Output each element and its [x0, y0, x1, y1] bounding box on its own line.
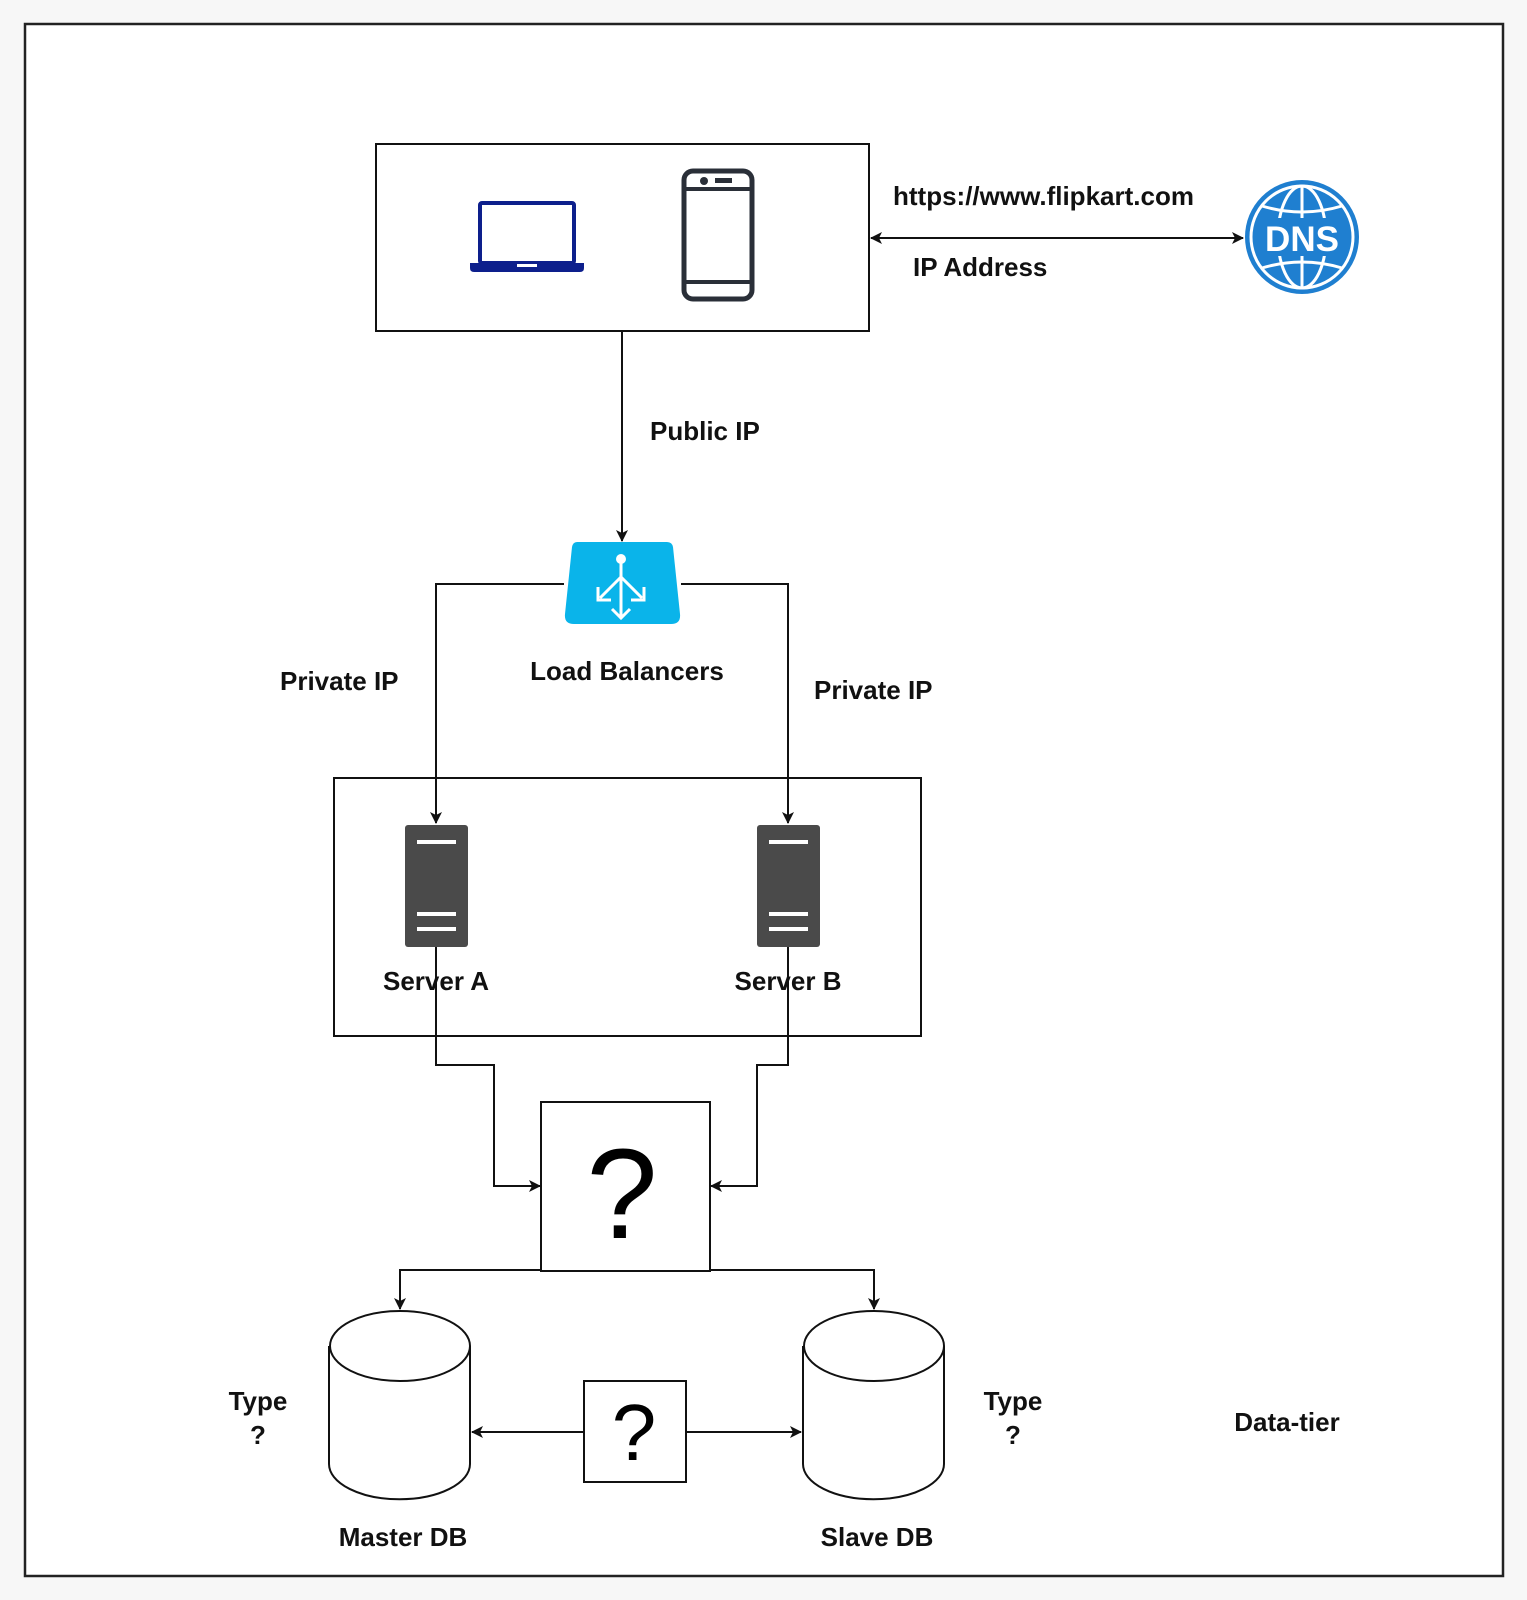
server-b-to-unknown-arrow: [710, 947, 789, 1192]
server-icon: [757, 825, 820, 947]
private-ip-label-right: Private IP: [814, 675, 933, 705]
dns-label: DNS: [1265, 220, 1339, 259]
server-a-to-unknown-arrow: [435, 947, 541, 1192]
unknown-component-box: [540, 1101, 711, 1272]
database-icon: [328, 1310, 471, 1501]
servers-box: [333, 777, 922, 1037]
master-db-label: Master DB: [339, 1522, 468, 1552]
laptop-icon: [470, 201, 584, 272]
type-right-label: Type: [984, 1386, 1043, 1416]
private-ip-arrow-left: [430, 583, 564, 824]
public-ip-label: Public IP: [650, 416, 760, 446]
type-left-label: Type: [229, 1386, 288, 1416]
data-tier-label: Data-tier: [1234, 1407, 1339, 1437]
clients-box: [375, 143, 870, 332]
load-balancer-icon: [564, 542, 681, 624]
server-a-label: Server A: [383, 966, 489, 996]
mobile-phone-icon: [681, 168, 755, 302]
ip-address-label: IP Address: [913, 252, 1047, 282]
type-left-question: ?: [250, 1420, 266, 1450]
load-balancers-label: Load Balancers: [530, 656, 724, 686]
server-b-label: Server B: [735, 966, 842, 996]
private-ip-label-left: Private IP: [280, 666, 399, 696]
db-link-unknown-question: ?: [612, 1388, 657, 1477]
slave-db-label: Slave DB: [821, 1522, 934, 1552]
db-link-unknown-box: [583, 1380, 687, 1483]
database-icon: [802, 1310, 945, 1501]
type-right-question: ?: [1005, 1420, 1021, 1450]
unknown-to-master-arrow: [394, 1269, 541, 1310]
server-icon: [405, 825, 468, 947]
url-label: https://www.flipkart.com: [893, 181, 1194, 211]
private-ip-arrow-right: [681, 583, 794, 824]
unknown-component-question: ?: [586, 1123, 657, 1266]
unknown-to-slave-arrow: [710, 1269, 880, 1310]
dns-globe-icon: DNS: [1245, 180, 1359, 294]
